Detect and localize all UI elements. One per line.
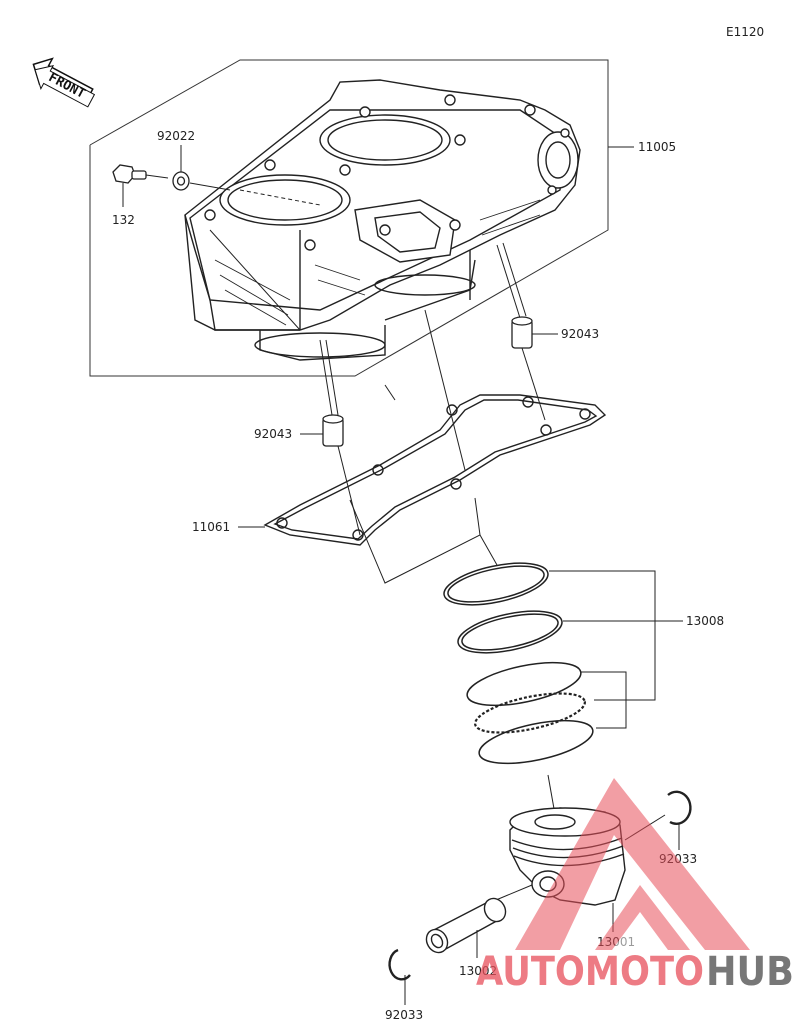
piston-pin (425, 897, 507, 954)
dowel-upper-axis-a (496, 244, 521, 319)
dowel-upper-to-gasket (521, 347, 546, 421)
svg-text:HUB: HUB (706, 949, 794, 995)
bolt-leader (145, 174, 169, 179)
dowel-pin-lower (322, 414, 344, 447)
label-92043-upper: 92043 (561, 327, 599, 341)
label-13008: 13008 (686, 614, 724, 628)
piston-ring-top (443, 562, 549, 606)
bore-axis-tick (384, 384, 396, 401)
base-gasket (263, 394, 607, 546)
snap-ring-bottom (388, 948, 411, 981)
cylinder-block (184, 79, 581, 361)
watermark-part2: HUB (706, 949, 794, 995)
ring-bracket-inner (580, 671, 627, 729)
label-132: 132 (112, 213, 135, 227)
label-92043-lower: 92043 (254, 427, 292, 441)
diagram-code: E1120 (726, 25, 764, 39)
snap-ring-right (667, 790, 692, 825)
piston-ring-second (457, 610, 563, 654)
watermark-logo (515, 778, 750, 950)
label-11061: 11061 (192, 520, 230, 534)
ring-bracket-outer (549, 570, 656, 701)
front-arrow-icon: FRONT (32, 57, 96, 108)
pin-axis (495, 884, 533, 901)
dowel-lower-axis-b (325, 339, 339, 416)
label-11005: 11005 (638, 140, 676, 154)
label-13002: 13002 (459, 964, 497, 978)
watermark-part1: AUTOMOTO (476, 949, 704, 995)
label-92022: 92022 (157, 129, 195, 143)
label-92033-bottom: 92033 (385, 1008, 423, 1022)
washer-92022 (172, 171, 190, 191)
dowel-lower-to-gasket (337, 445, 361, 536)
dowel-pin-upper (511, 316, 533, 349)
watermark-text: AUTOMOTO HUB (476, 949, 794, 995)
cylinder-group-frame (89, 59, 609, 377)
dowel-upper-axis-b (502, 242, 527, 317)
gasket-group-bracket (349, 497, 481, 584)
washer-leader (189, 182, 231, 191)
dowel-lower-axis-a (319, 339, 333, 416)
bore-axis-a (424, 309, 466, 471)
svg-text:AUTOMOTO: AUTOMOTO (476, 949, 704, 995)
bolt-132 (112, 164, 147, 184)
oil-ring-expander (474, 692, 586, 734)
bore-axis-b (479, 534, 498, 566)
